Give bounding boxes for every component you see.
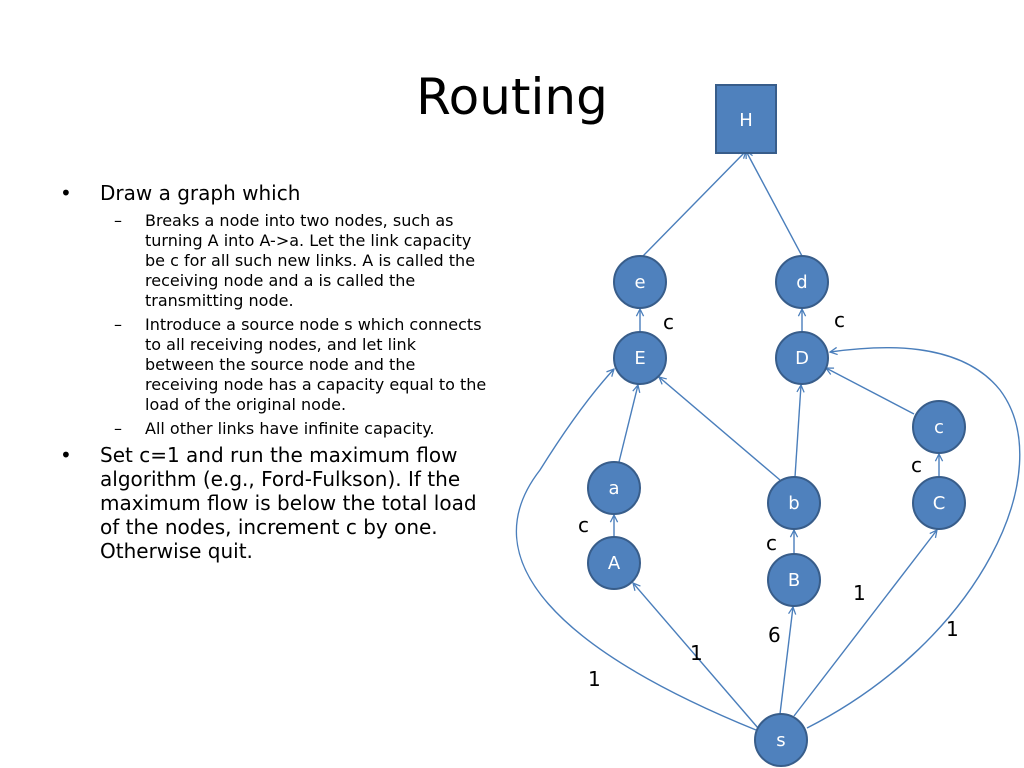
graph-node-b: b xyxy=(767,476,821,530)
sub-bullet-text: Breaks a node into two nodes, such as tu… xyxy=(145,211,476,310)
bullet-item: • Set c=1 and run the maximum flow algori… xyxy=(58,443,488,563)
node-label: d xyxy=(796,272,807,293)
sub-bullet-marker: – xyxy=(114,419,122,438)
slide-title: Routing xyxy=(416,68,608,126)
graph-node-E: E xyxy=(613,331,667,385)
sub-bullet-item: – Breaks a node into two nodes, such as t… xyxy=(58,211,488,311)
graph-node-A: A xyxy=(587,536,641,590)
edge-label-s-to-C: 1 xyxy=(853,581,866,605)
node-shape xyxy=(912,476,966,530)
edge-label-E-to-e: c xyxy=(663,310,674,334)
sub-bullet-list: – Breaks a node into two nodes, such as t… xyxy=(58,211,488,439)
node-label: D xyxy=(795,348,809,369)
node-shape xyxy=(754,713,808,767)
edge-a-to-E xyxy=(618,385,638,463)
node-shape xyxy=(767,553,821,607)
edge-b-to-E xyxy=(659,377,781,481)
edge-label-s-to-A: 1 xyxy=(690,641,703,665)
bullet-text: Draw a graph which xyxy=(100,181,301,205)
sub-bullet-marker: – xyxy=(114,211,122,230)
edge-c-to-D xyxy=(826,368,915,415)
graph-node-D: D xyxy=(775,331,829,385)
graph-node-B: B xyxy=(767,553,821,607)
edge-s-to-B xyxy=(779,607,793,715)
edge-label-C-to-c: c xyxy=(911,453,922,477)
node-label: s xyxy=(776,730,785,751)
node-label: e xyxy=(634,272,645,293)
node-label: c xyxy=(934,417,944,438)
edge-label-s-to-D: 1 xyxy=(946,617,959,641)
sub-bullet-item: – Introduce a source node s which connect… xyxy=(58,315,488,415)
node-label: B xyxy=(788,570,800,591)
sub-bullet-marker: – xyxy=(114,315,122,334)
bullet-item: • Draw a graph which xyxy=(58,181,488,205)
bullet-text: Set c=1 and run the maximum flow algorit… xyxy=(100,443,477,563)
edges-layer xyxy=(515,151,1021,731)
edge-label-s-to-E: 1 xyxy=(588,667,601,691)
graph-node-e: e xyxy=(613,255,667,309)
node-label: a xyxy=(608,478,619,499)
edge-s-to-A xyxy=(633,583,759,729)
bullet-content: • Draw a graph which – Breaks a node into t… xyxy=(58,181,488,567)
edge-d-to-H xyxy=(746,151,803,257)
node-shape xyxy=(775,331,829,385)
bullet-marker: • xyxy=(60,443,72,467)
edge-label-A-to-a: c xyxy=(578,513,589,537)
graph-node-s: s xyxy=(754,713,808,767)
node-shape xyxy=(767,476,821,530)
node-shape xyxy=(715,84,777,154)
node-label: C xyxy=(933,493,946,514)
edge-s-to-C xyxy=(793,530,937,717)
node-shape xyxy=(912,400,966,454)
node-shape xyxy=(613,331,667,385)
edge-label-D-to-d: c xyxy=(834,308,845,332)
edge-label-B-to-b: c xyxy=(766,531,777,555)
graph-node-d: d xyxy=(775,255,829,309)
graph-node-a: a xyxy=(587,461,641,515)
nodes-layer: He dE Dc a b C A Bs xyxy=(587,84,966,767)
edge-s-to-E xyxy=(515,369,757,731)
graph-node-c: c xyxy=(912,400,966,454)
graph-node-C: C xyxy=(912,476,966,530)
node-shape xyxy=(587,536,641,590)
node-shape xyxy=(613,255,667,309)
node-label: H xyxy=(739,110,753,131)
bullet-marker: • xyxy=(60,181,72,205)
sub-bullet-text: All other links have infinite capacity. xyxy=(145,419,435,438)
edge-e-to-H xyxy=(642,151,746,257)
sub-bullet-item: – All other links have infinite capacity. xyxy=(58,419,488,439)
node-label: E xyxy=(634,348,645,369)
node-label: b xyxy=(788,493,799,514)
node-label: A xyxy=(608,553,621,574)
edge-b-to-D xyxy=(794,385,801,478)
edge-label-s-to-B: 6 xyxy=(768,623,781,647)
graph-node-H: H xyxy=(715,84,777,154)
edge-s-to-D xyxy=(806,348,1021,729)
node-shape xyxy=(775,255,829,309)
node-shape xyxy=(587,461,641,515)
sub-bullet-text: Introduce a source node s which connects… xyxy=(145,315,487,414)
